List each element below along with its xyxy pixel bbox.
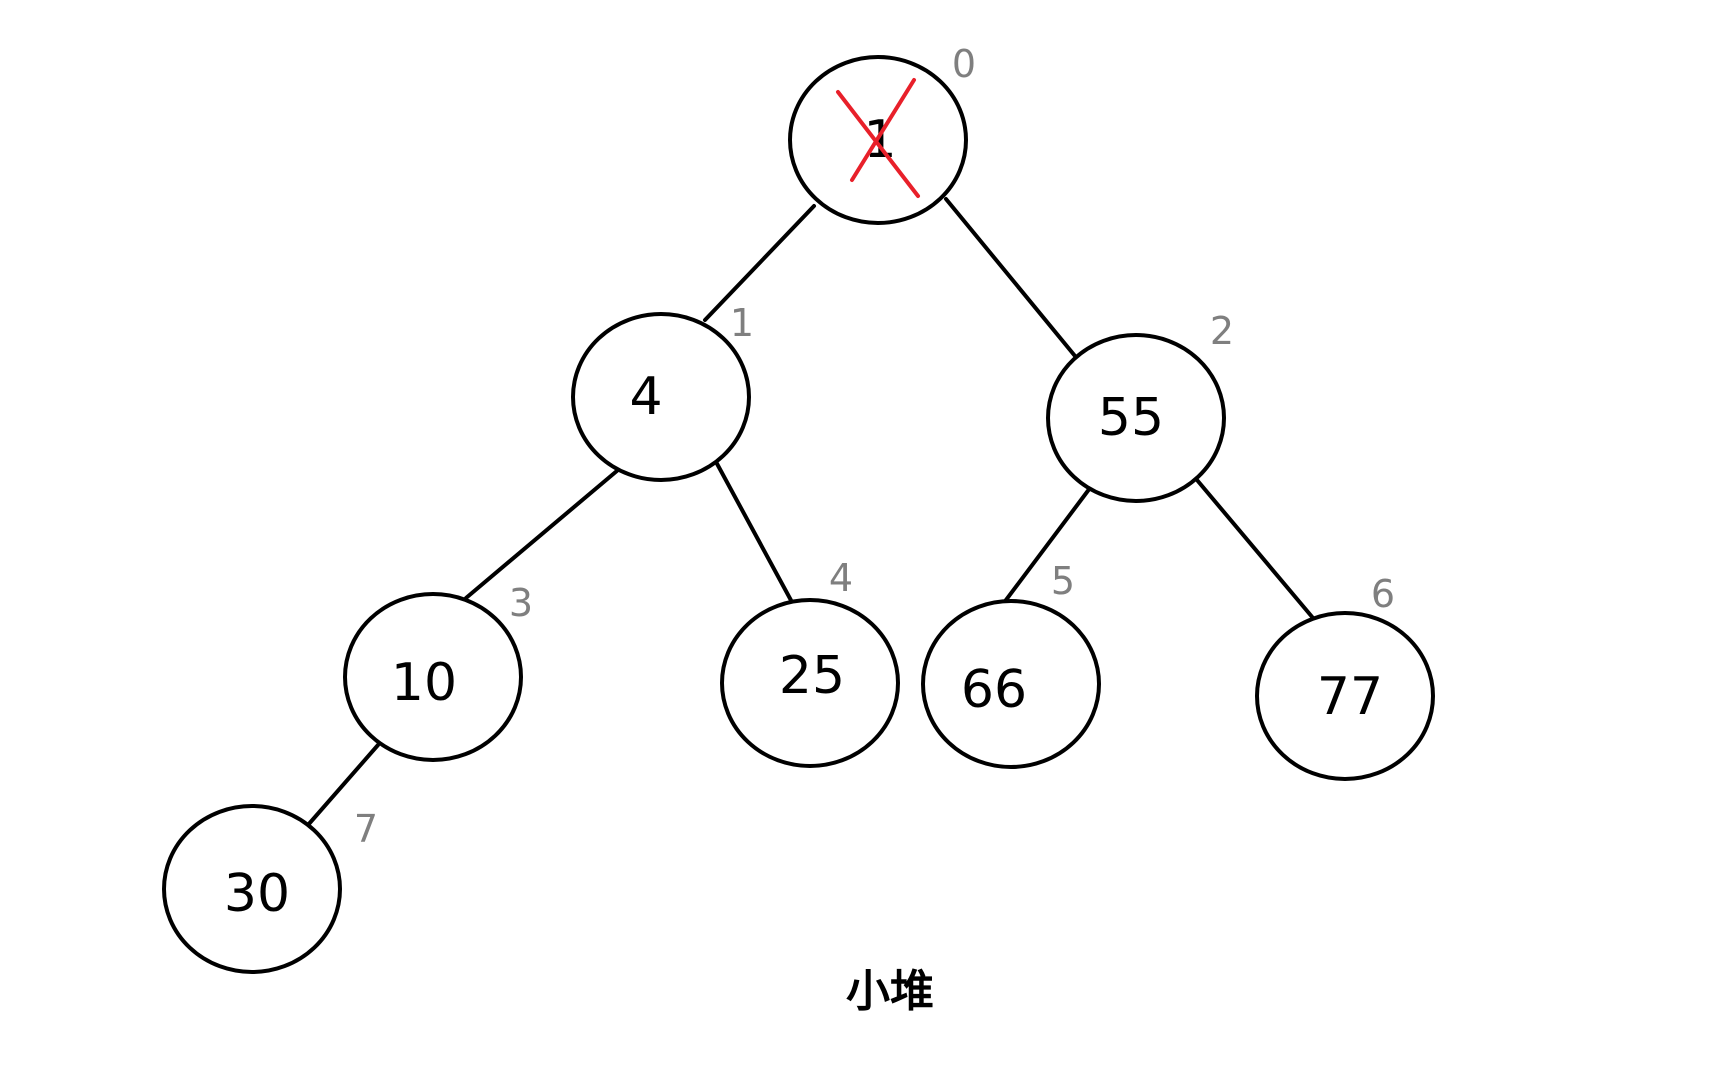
node-index-label: 2 xyxy=(1210,309,1234,353)
edge-1-4 xyxy=(713,458,795,606)
heap-node-3: 10 3 xyxy=(343,581,533,762)
node-index-label: 6 xyxy=(1371,572,1395,616)
removed-cross-mark xyxy=(836,90,920,198)
heap-node-0: 1 0 xyxy=(788,42,976,225)
heap-node-7: 30 7 xyxy=(162,804,378,974)
node-index-label: 0 xyxy=(952,42,976,86)
heap-node-5: 66 5 xyxy=(921,559,1101,769)
heap-node-1: 4 1 xyxy=(571,301,754,482)
edge-3-7 xyxy=(306,743,380,827)
edge-2-5 xyxy=(1001,486,1092,606)
node-value: 10 xyxy=(391,653,457,713)
heap-node-4: 25 4 xyxy=(720,556,900,768)
edge-2-6 xyxy=(1195,478,1315,620)
node-value: 4 xyxy=(629,367,662,427)
node-value: 30 xyxy=(224,864,290,924)
diagram-caption: 小堆 xyxy=(846,966,934,1017)
node-index-label: 1 xyxy=(730,301,754,345)
node-value: 55 xyxy=(1098,388,1164,448)
heap-node-6: 77 6 xyxy=(1255,572,1435,781)
node-index-label: 4 xyxy=(829,556,853,600)
removed-cross-mark xyxy=(850,78,916,182)
edge-0-1 xyxy=(703,204,816,322)
edge-0-2 xyxy=(944,197,1077,358)
edge-1-3 xyxy=(464,468,620,600)
node-index-label: 7 xyxy=(354,807,378,851)
heap-node-2: 55 2 xyxy=(1046,309,1234,503)
node-value: 77 xyxy=(1317,667,1383,727)
node-value: 25 xyxy=(779,646,845,706)
node-value: 66 xyxy=(961,660,1027,720)
tree-edges xyxy=(306,197,1315,827)
node-index-label: 3 xyxy=(509,581,533,625)
node-index-label: 5 xyxy=(1051,559,1075,603)
